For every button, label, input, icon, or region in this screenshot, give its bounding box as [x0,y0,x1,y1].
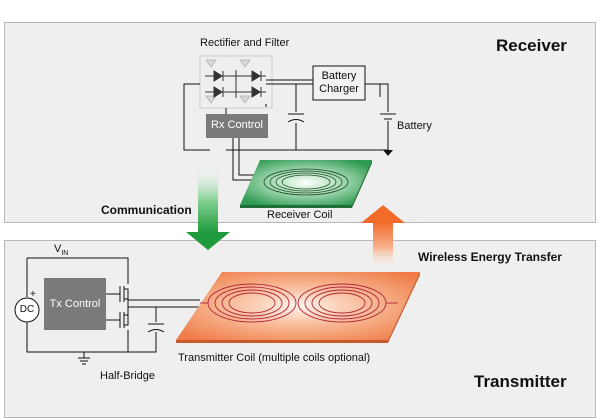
dc-label: DC [19,304,35,315]
wireless-energy-label: Wireless Energy Transfer [418,250,562,264]
receiver-coil-label: Receiver Coil [267,209,333,221]
rectifier-bridge [199,55,273,109]
battery-label: Battery [397,120,432,132]
dc-plus-label: + [30,289,36,300]
wireless-energy-arrow [361,205,405,272]
battery-charger-label: Battery Charger [313,70,365,96]
transmitter-wiring [26,257,200,365]
communication-arrow [186,163,230,250]
battery-charger-line2: Charger [319,83,359,95]
vin-main: V [54,243,62,255]
vin-label: VIN [54,243,68,257]
tx-control-label: Tx Control [49,298,101,310]
rx-control-label: Rx Control [211,119,263,131]
dc-source [14,297,40,323]
transmitter-title: Transmitter [474,372,567,391]
battery-charger-box [312,65,366,101]
half-bridge-label: Half-Bridge [100,370,156,382]
receiver-title: Receiver [496,36,567,55]
ground-symbol [383,150,393,156]
rx-control-box [206,114,268,138]
transmitter-coil-label: Transmitter Coil (multiple coils optiona… [178,352,371,364]
vin-subscript: IN [61,250,69,258]
communication-label: Communication [101,203,192,217]
tx-control-box [44,278,106,330]
battery-charger-line1: Battery [321,70,357,82]
transmitter-coil [176,272,420,343]
rectifier-label: Rectifier and Filter [200,37,290,49]
receiver-coil [240,160,372,208]
